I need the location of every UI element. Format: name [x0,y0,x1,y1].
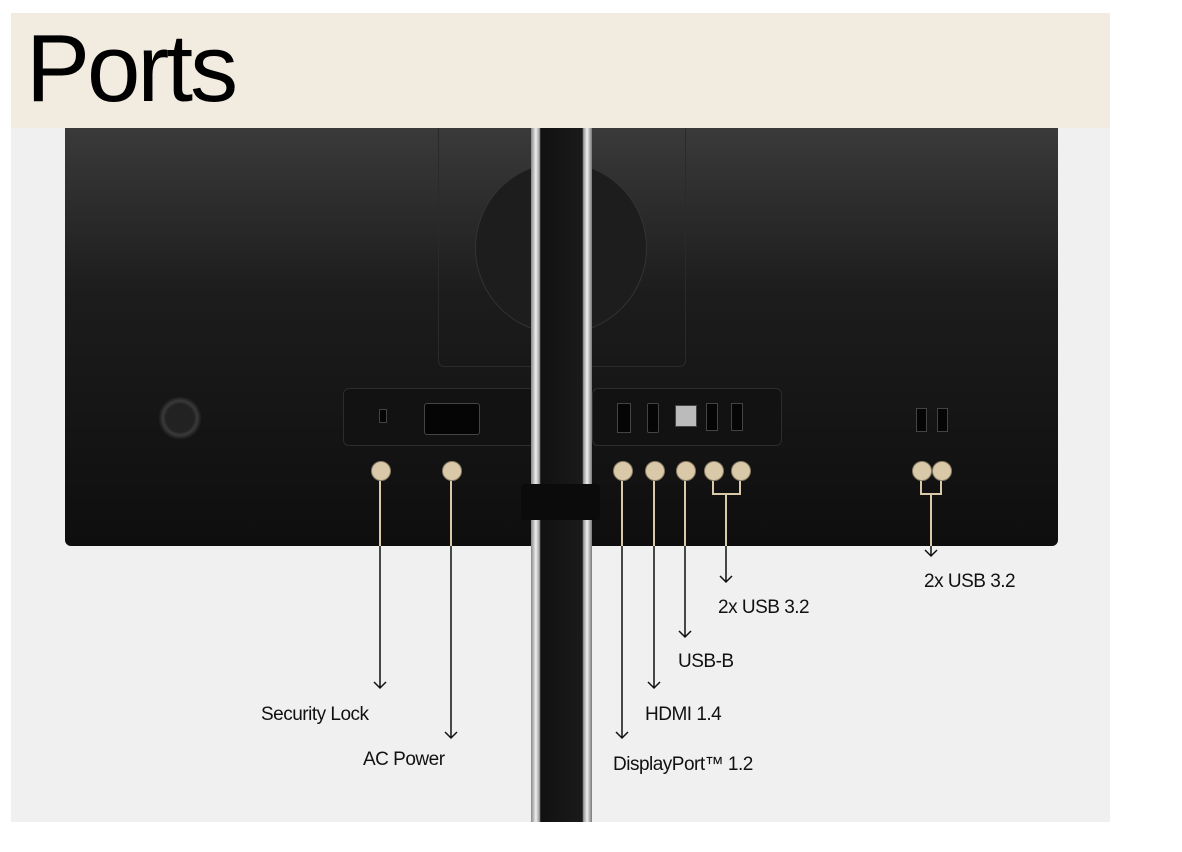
marker-usb-a [704,461,724,481]
usb-a-port [731,403,743,431]
side-usb-a-port [937,408,948,432]
label-usb-b: USB-B [678,651,734,672]
arrow-security-lock [373,546,387,690]
usb-a-port [706,403,718,431]
label-usb-side: 2x USB 3.2 [924,571,1016,592]
label-ac-power: AC Power [363,749,445,770]
page-title: Ports [26,15,238,122]
arrow-usb-side [924,546,938,558]
ac-power-socket [424,403,480,435]
callout-line-on-monitor [379,478,942,546]
displayport-port [617,403,631,433]
cable-clip [521,484,600,520]
marker-usb-b [676,461,696,481]
port-panel-right [592,388,782,446]
marker-side-usb-a [932,461,952,481]
arrow-displayport [615,546,629,740]
usb-b-port [675,405,697,427]
port-panel-left [343,388,540,446]
arrow-hdmi [647,546,661,690]
label-hdmi: HDMI 1.4 [645,704,722,725]
marker-security-lock [371,461,391,481]
monitor-stand [531,128,592,822]
security-lock-slot [379,409,387,423]
header-band [11,13,1110,128]
marker-side-usb-a [912,461,932,481]
side-usb-a-port [916,408,927,432]
marker-usb-a [731,461,751,481]
label-security-lock: Security Lock [261,704,369,725]
label-displayport: DisplayPort™ 1.2 [613,754,753,775]
marker-hdmi [645,461,665,481]
arrow-ac-power [444,546,458,740]
marker-displayport [613,461,633,481]
hdmi-port [647,403,659,433]
marker-ac-power [442,461,462,481]
arrow-usb-b [678,546,692,639]
label-usb-rear: 2x USB 3.2 [718,597,810,618]
arrow-usb-rear [719,546,733,584]
power-joystick [158,396,202,440]
